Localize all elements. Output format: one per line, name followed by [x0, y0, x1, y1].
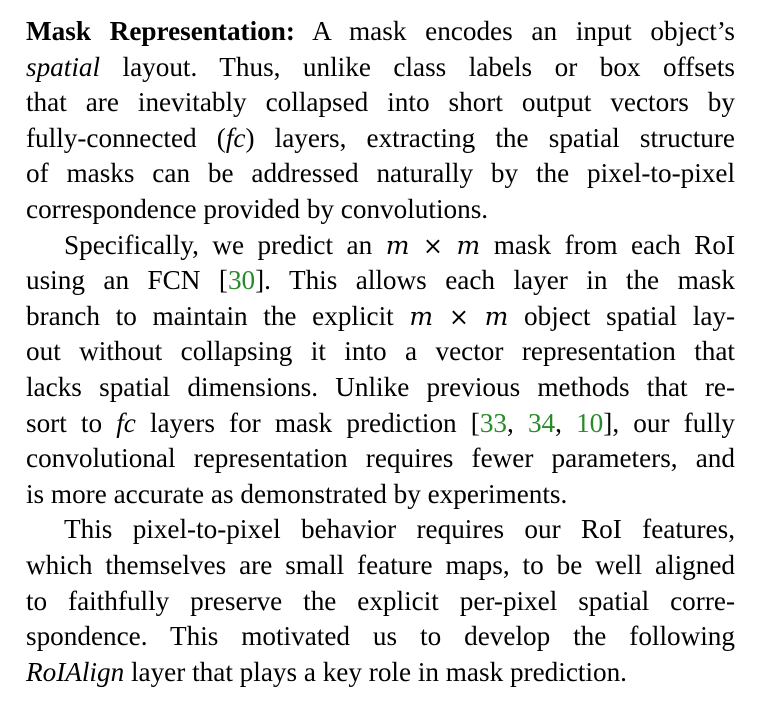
text-line: correspondence provided by convolutions.	[26, 193, 489, 224]
text-line: convolutional representation requires fe…	[26, 443, 735, 474]
text-line: branch to maintain the explicit m × m ob…	[26, 300, 736, 331]
citation-link-34[interactable]: 34	[527, 407, 556, 438]
math-m: m	[456, 230, 481, 260]
paragraph-roialign-motivation: This pixel-to-pixel behavior requires ou…	[26, 512, 735, 690]
text-line: that are inevitably collapsed into short…	[26, 87, 735, 118]
emphasis-roialign: RoIAlign	[26, 656, 125, 687]
paragraph-mask-representation: Mask Representation: A mask encodes an i…	[26, 14, 735, 228]
citation-link-10[interactable]: 10	[576, 407, 604, 438]
emphasis-fc: fc	[225, 122, 246, 153]
text-line: RoIAlign layer that plays a key role in …	[26, 656, 627, 687]
section-heading: Mask Representation:	[26, 16, 295, 46]
math-m: m	[484, 301, 509, 331]
text-line: to faithfully preserve the explicit per-…	[26, 585, 735, 616]
emphasis-fc: fc	[116, 407, 136, 438]
text-line: This pixel-to-pixel behavior requires ou…	[64, 514, 735, 545]
text-line: spatial layout. Thus, unlike class label…	[26, 51, 736, 82]
text-line: Mask Representation: A mask encodes an i…	[26, 16, 735, 46]
math-times: ×	[422, 231, 444, 260]
math-times: ×	[448, 302, 469, 331]
text-line: Specifically, we predict an m × m mask f…	[64, 229, 736, 260]
text-line: lacks spatial dimensions. Unlike previou…	[26, 371, 735, 402]
text-line: of masks can be addressed naturally by t…	[26, 158, 735, 189]
paragraph-fcn-mask: Specifically, we predict an m × m mask f…	[26, 228, 735, 513]
citation-link-33[interactable]: 33	[479, 407, 508, 438]
citation-link-30[interactable]: 30	[227, 265, 256, 296]
text-line: is more accurate as demonstrated by expe…	[26, 478, 568, 509]
text-line: which themselves are small feature maps,…	[26, 549, 735, 580]
math-m: m	[409, 301, 434, 331]
text-line: out without collapsing it into a vector …	[26, 336, 735, 367]
text-line: sort to fc layers for mask prediction [3…	[26, 407, 735, 438]
emphasis-spatial: spatial	[26, 51, 101, 82]
math-m: m	[385, 230, 410, 260]
text-line: using an FCN [30]. This allows each laye…	[26, 265, 735, 296]
paper-text-block: Mask Representation: A mask encodes an i…	[26, 14, 735, 690]
text-line: fully-connected (fc) layers, extracting …	[26, 122, 735, 153]
text-line: spondence. This motivated us to develop …	[26, 621, 735, 652]
